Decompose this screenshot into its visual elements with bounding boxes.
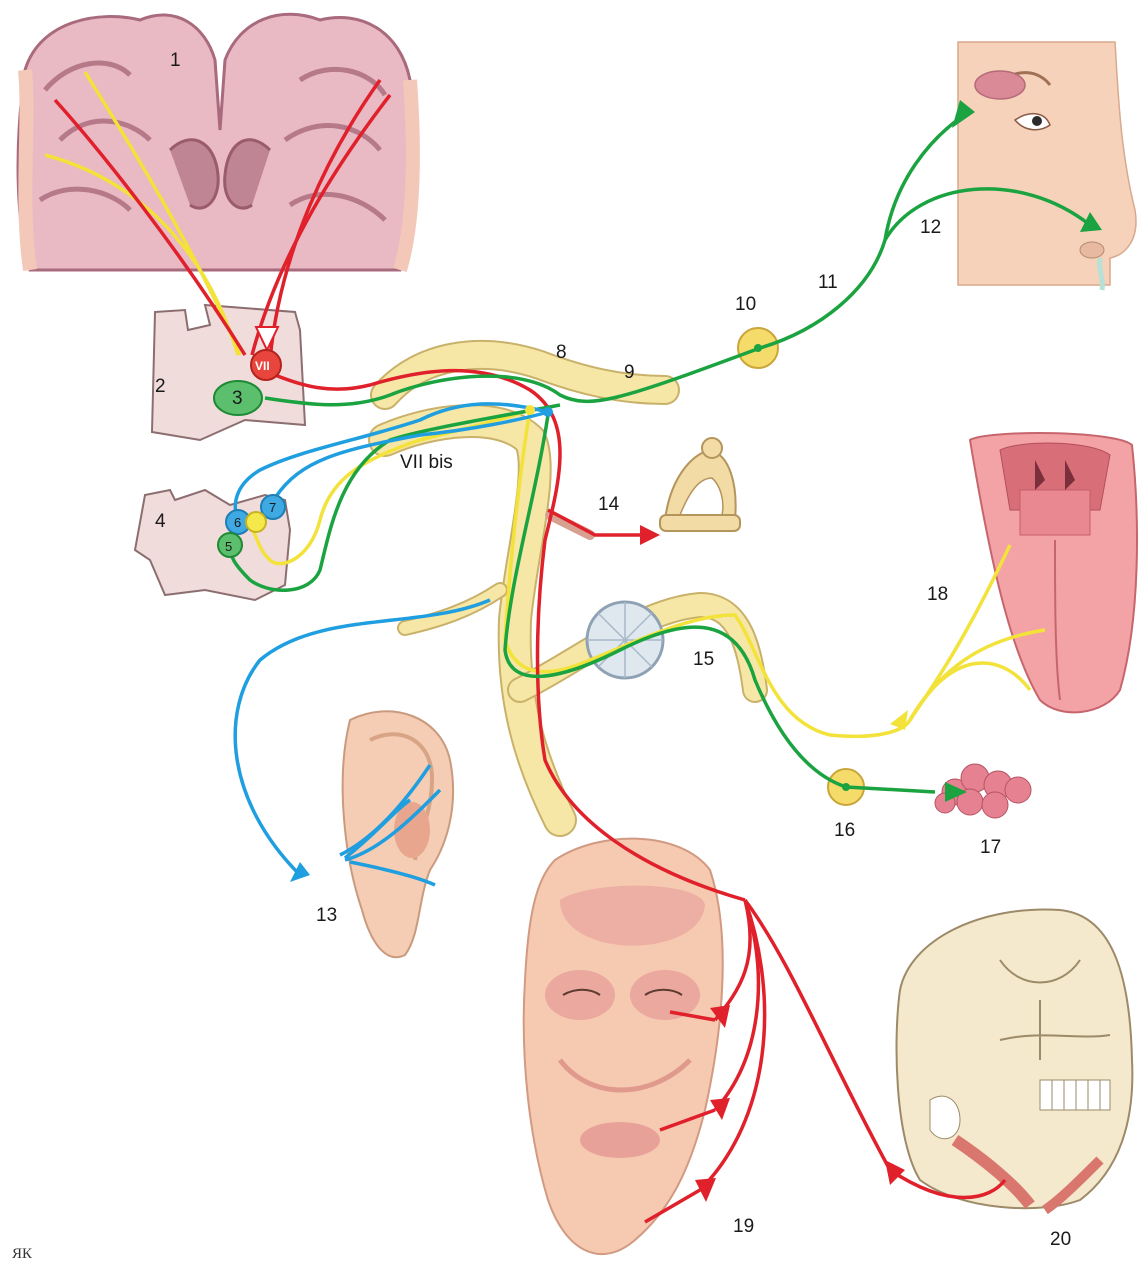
- label-11: 11: [818, 272, 838, 293]
- skull-jaw: [897, 910, 1133, 1210]
- label-3: 3: [232, 388, 243, 409]
- label-6: 6: [234, 515, 241, 530]
- label-8: 8: [556, 342, 567, 363]
- facial-muscles-face: [524, 839, 723, 1254]
- label-19: 19: [733, 1216, 754, 1237]
- label-17: 17: [980, 837, 1001, 858]
- geniculate-dot-blue: [543, 407, 553, 417]
- label-4: 4: [155, 511, 166, 532]
- ganglion-dot-10: [754, 344, 762, 352]
- label-14: 14: [598, 494, 620, 515]
- face-profile: [958, 42, 1136, 290]
- ganglion-dot-16: [842, 783, 850, 791]
- label-7: 7: [269, 500, 276, 515]
- label-15: 15: [693, 649, 714, 670]
- label-vii: VII: [255, 359, 270, 373]
- label-16: 16: [834, 820, 855, 841]
- label-10: 10: [735, 294, 756, 315]
- nucleus-6-yellow: [246, 512, 266, 532]
- label-9: 9: [624, 362, 635, 383]
- label-20: 20: [1050, 1229, 1071, 1250]
- label-vii-bis: VII bis: [400, 452, 453, 473]
- label-13: 13: [316, 905, 337, 926]
- label-5: 5: [225, 539, 232, 554]
- artist-signature: ЯК: [12, 1246, 33, 1262]
- ear: [343, 711, 453, 957]
- label-1: 1: [170, 50, 181, 71]
- geniculate-dot-yellow: [525, 405, 535, 415]
- label-2: 2: [155, 376, 166, 397]
- stapes-bone: [660, 438, 740, 531]
- label-12: 12: [920, 217, 941, 238]
- tympanic-membrane: [587, 602, 663, 678]
- label-18: 18: [927, 584, 948, 605]
